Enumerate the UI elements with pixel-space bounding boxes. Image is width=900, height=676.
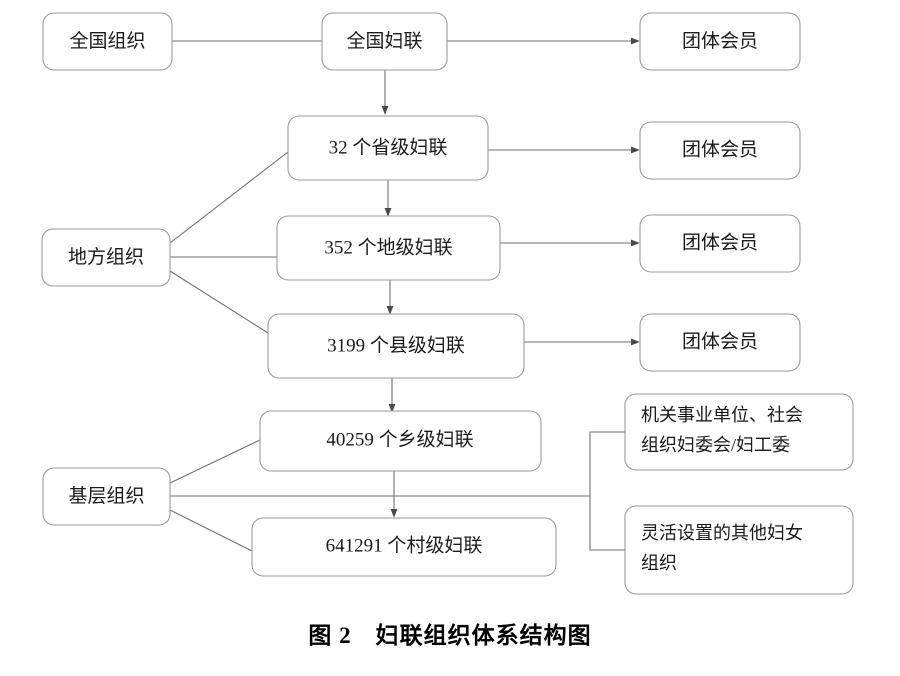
node-group-members-provincial: 团体会员 bbox=[639, 121, 801, 180]
node-local-category-box bbox=[41, 228, 171, 287]
node-national-federation-label: 全国妇联 bbox=[346, 30, 422, 52]
node-group-members-national-label: 团体会员 bbox=[682, 30, 758, 52]
node-local-category: 地方组织 bbox=[41, 228, 171, 287]
node-institutional-units-box bbox=[624, 393, 854, 471]
node-local-category-label: 地方组织 bbox=[68, 246, 144, 268]
node-township-federation-box bbox=[259, 410, 542, 472]
edge-grassroots-to-township bbox=[169, 439, 261, 484]
node-flexible-units: 灵活设置的其他妇女 组织 bbox=[624, 505, 854, 595]
node-national-federation-box bbox=[321, 12, 448, 71]
node-group-members-prefecture-box bbox=[639, 214, 801, 273]
node-national-category-label: 全国组织 bbox=[69, 30, 145, 52]
node-national-federation: 全国妇联 bbox=[321, 12, 448, 71]
node-flexible-units-box bbox=[624, 505, 854, 595]
node-group-members-provincial-label: 团体会员 bbox=[682, 138, 758, 160]
node-provincial-federation-label: 32 个省级妇联 bbox=[329, 136, 448, 158]
node-group-members-county-box bbox=[639, 313, 801, 372]
node-grassroots-category: 基层组织 bbox=[42, 467, 171, 526]
node-grassroots-category-box bbox=[42, 467, 171, 526]
node-village-federation-box bbox=[251, 517, 557, 577]
node-county-federation-box bbox=[267, 313, 525, 379]
node-provincial-federation: 32 个省级妇联 bbox=[287, 115, 489, 181]
node-group-members-county-label: 团体会员 bbox=[682, 330, 758, 352]
node-flexible-units-label-line2: 组织 bbox=[641, 553, 677, 573]
node-grassroots-category-label: 基层组织 bbox=[68, 485, 144, 507]
node-group-members-provincial-box bbox=[639, 121, 801, 180]
node-provincial-federation-box bbox=[287, 115, 489, 181]
node-group-members-prefecture-label: 团体会员 bbox=[682, 231, 758, 253]
node-group-members-prefecture: 团体会员 bbox=[639, 214, 801, 273]
node-institutional-units-label-line1: 机关事业单位、社会 bbox=[641, 405, 803, 425]
node-group-members-national-box bbox=[639, 12, 801, 71]
node-prefecture-federation: 352 个地级妇联 bbox=[276, 215, 501, 281]
edge-local-to-county bbox=[169, 270, 269, 334]
node-township-federation-label: 40259 个乡级妇联 bbox=[326, 428, 473, 450]
node-group-members-national: 团体会员 bbox=[639, 12, 801, 71]
node-township-federation: 40259 个乡级妇联 bbox=[259, 410, 542, 472]
node-county-federation-label: 3199 个县级妇联 bbox=[327, 334, 465, 356]
node-prefecture-federation-box bbox=[276, 215, 501, 281]
node-group-members-county: 团体会员 bbox=[639, 313, 801, 372]
node-institutional-units-label-line2: 组织妇委会/妇工委 bbox=[641, 435, 790, 455]
figure-caption: 图 2 妇联组织体系结构图 bbox=[308, 623, 592, 648]
node-institutional-units: 机关事业单位、社会 组织妇委会/妇工委 bbox=[624, 393, 854, 471]
node-flexible-units-label-line1: 灵活设置的其他妇女 bbox=[641, 523, 803, 543]
node-village-federation: 641291 个村级妇联 bbox=[251, 517, 557, 577]
edge-bracket-grassroots-units bbox=[589, 431, 625, 551]
node-county-federation: 3199 个县级妇联 bbox=[267, 313, 525, 379]
edge-grassroots-to-village bbox=[169, 509, 253, 552]
edge-local-to-provincial bbox=[169, 151, 289, 244]
node-national-category: 全国组织 bbox=[42, 12, 173, 71]
node-village-federation-label: 641291 个村级妇联 bbox=[326, 534, 483, 556]
node-national-category-box bbox=[42, 12, 173, 71]
node-prefecture-federation-label: 352 个地级妇联 bbox=[324, 236, 452, 258]
